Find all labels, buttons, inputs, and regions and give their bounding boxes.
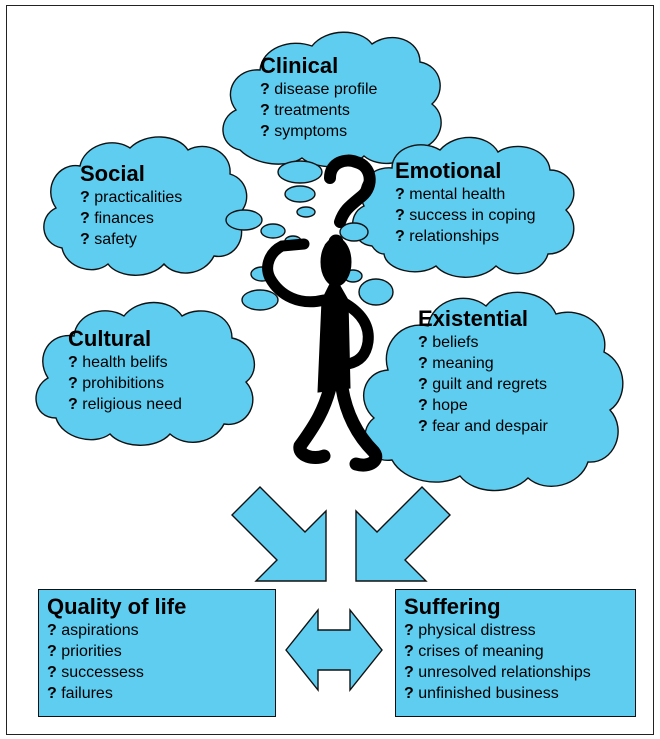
list-item: ? disease profile: [260, 81, 378, 98]
list-item: ? meaning: [418, 355, 494, 372]
thinking-figure: [262, 154, 383, 472]
existential-list: ? beliefs ? meaning ? guilt and regrets …: [418, 332, 548, 437]
list-item: ? prohibitions: [68, 375, 165, 392]
diagram-frame: [6, 5, 654, 735]
cultural-list: ? health belifs ? prohibitions ? religio…: [68, 352, 182, 415]
social-block: Social ? practicalities ? finances ? saf…: [80, 161, 182, 250]
list-item: ? finances: [80, 210, 154, 227]
clinical-list: ? disease profile ? treatments ? symptom…: [260, 79, 377, 142]
list-item: ? priorities: [47, 643, 122, 660]
cultural-cloud: [35, 301, 256, 446]
cultural-block: Cultural ? health belifs ? prohibitions …: [68, 326, 182, 415]
list-item: ? crises of meaning: [404, 643, 544, 660]
suffering-list: ? physical distress ? crises of meaning …: [404, 620, 627, 704]
list-item: ? unfinished business: [404, 685, 559, 702]
list-item: ? religious need: [68, 396, 182, 413]
quality-of-life-box: Quality of life ? aspirations ? prioriti…: [38, 589, 276, 717]
list-item: ? successess: [47, 664, 144, 681]
list-item: ? practicalities: [80, 189, 183, 206]
list-item: ? health belifs: [68, 354, 168, 371]
existential-cloud: [363, 291, 624, 492]
clinical-title: Clinical: [260, 53, 339, 78]
list-item: ? aspirations: [47, 622, 139, 639]
list-item: ? guilt and regrets: [418, 376, 547, 393]
existential-block: Existential ? beliefs ? meaning ? guilt …: [418, 306, 548, 437]
suffering-title: Suffering: [404, 594, 501, 619]
emotional-block: Emotional ? mental health ? success in c…: [395, 158, 536, 247]
list-item: ? success in coping: [395, 207, 536, 224]
list-item: ? safety: [80, 231, 137, 248]
social-title: Social: [80, 161, 145, 186]
clinical-block: Clinical ? disease profile ? treatments …: [260, 53, 377, 142]
list-item: ? failures: [47, 685, 113, 702]
existential-title: Existential: [418, 306, 529, 331]
emotional-title: Emotional: [395, 158, 502, 183]
list-item: ? physical distress: [404, 622, 536, 639]
social-list: ? practicalities ? finances ? safety: [80, 187, 182, 250]
list-item: ? symptoms: [260, 123, 348, 140]
list-item: ? fear and despair: [418, 418, 548, 435]
down-arrow-right: [355, 486, 451, 582]
list-item: ? treatments: [260, 102, 350, 119]
list-item: ? unresolved relationships: [404, 664, 591, 681]
emotional-list: ? mental health ? success in coping ? re…: [395, 184, 536, 247]
cultural-title: Cultural: [68, 326, 152, 351]
list-item: ? relationships: [395, 228, 500, 245]
social-cloud: [43, 136, 248, 276]
suffering-box: Suffering ? physical distress ? crises o…: [395, 589, 636, 717]
double-arrow: [285, 608, 383, 692]
list-item: ? mental health: [395, 186, 506, 203]
emotional-cloud: [351, 136, 575, 278]
quality-of-life-title: Quality of life: [47, 594, 187, 619]
list-item: ? beliefs: [418, 334, 479, 351]
quality-of-life-list: ? aspirations ? priorities ? successess …: [47, 620, 267, 704]
down-arrow-left: [231, 486, 327, 582]
list-item: ? hope: [418, 397, 468, 414]
